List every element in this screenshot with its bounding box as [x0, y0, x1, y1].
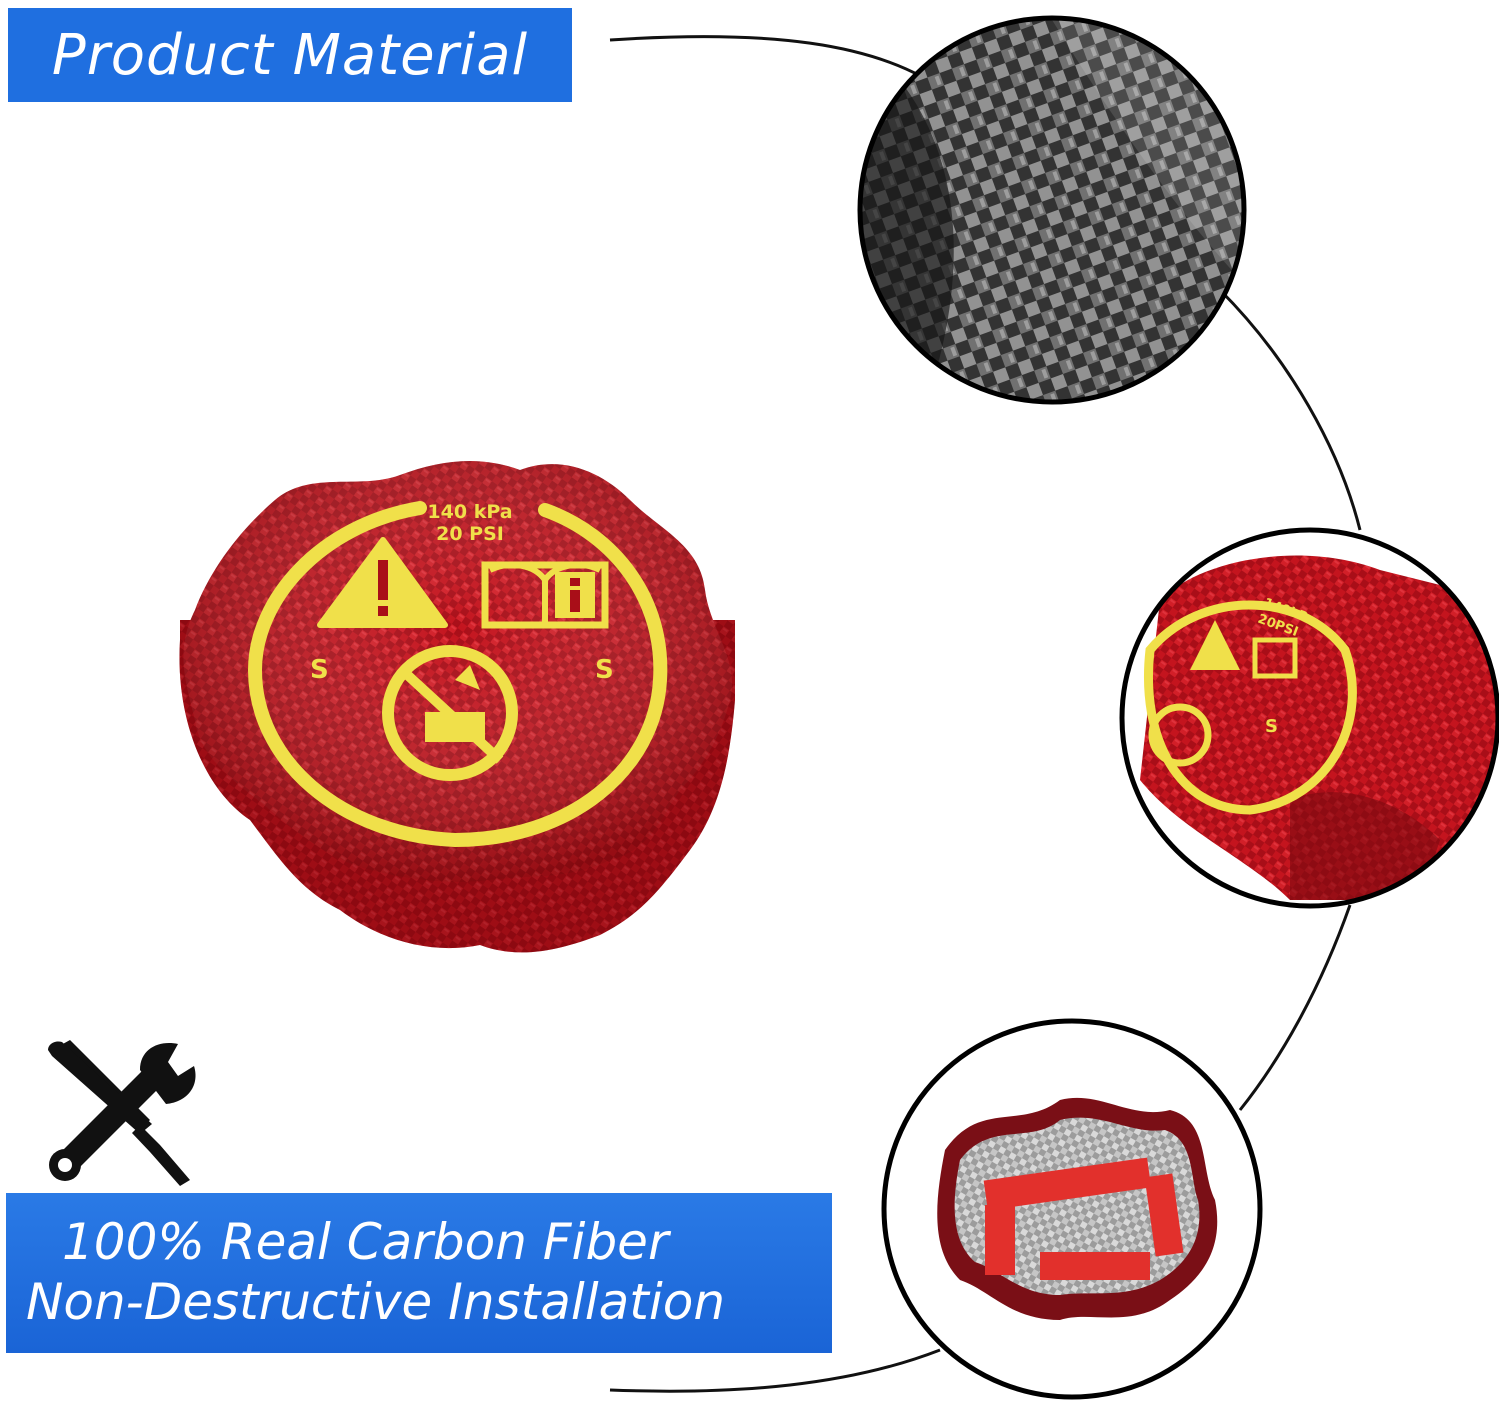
connector-line — [1238, 904, 1352, 1111]
banner-title: Product Material — [51, 22, 529, 88]
cap-label-detail: 140kPa 20PSI S — [1119, 527, 1499, 909]
connector-line — [1218, 288, 1362, 531]
cap-pressure-kpa: 140 kPa — [427, 501, 512, 523]
detail-letter: S — [1265, 716, 1278, 737]
connector-line — [609, 1348, 941, 1393]
feature-tagline: 100% Real Carbon Fiber Non-Destructive I… — [6, 1193, 832, 1353]
radiator-cap: 140 kPa 20 PSI S S — [179, 460, 735, 953]
no-open-hot-icon — [382, 645, 518, 781]
tagline-line-2: Non-Destructive Installation — [26, 1273, 726, 1331]
tagline-line-1: 100% Real Carbon Fiber — [62, 1213, 669, 1271]
cap-letter-right: S — [595, 655, 614, 685]
cap-pressure-psi: 20 PSI — [436, 523, 504, 545]
connector-line — [609, 35, 951, 97]
product-material-banner: Product Material — [8, 8, 572, 102]
tools-icon — [48, 1040, 196, 1186]
cap-underside-detail — [881, 1018, 1263, 1400]
carbon-weave-detail — [857, 15, 1247, 405]
manual-info-icon — [481, 561, 609, 629]
warning-icon — [317, 537, 448, 628]
cap-letter-left: S — [310, 655, 329, 685]
